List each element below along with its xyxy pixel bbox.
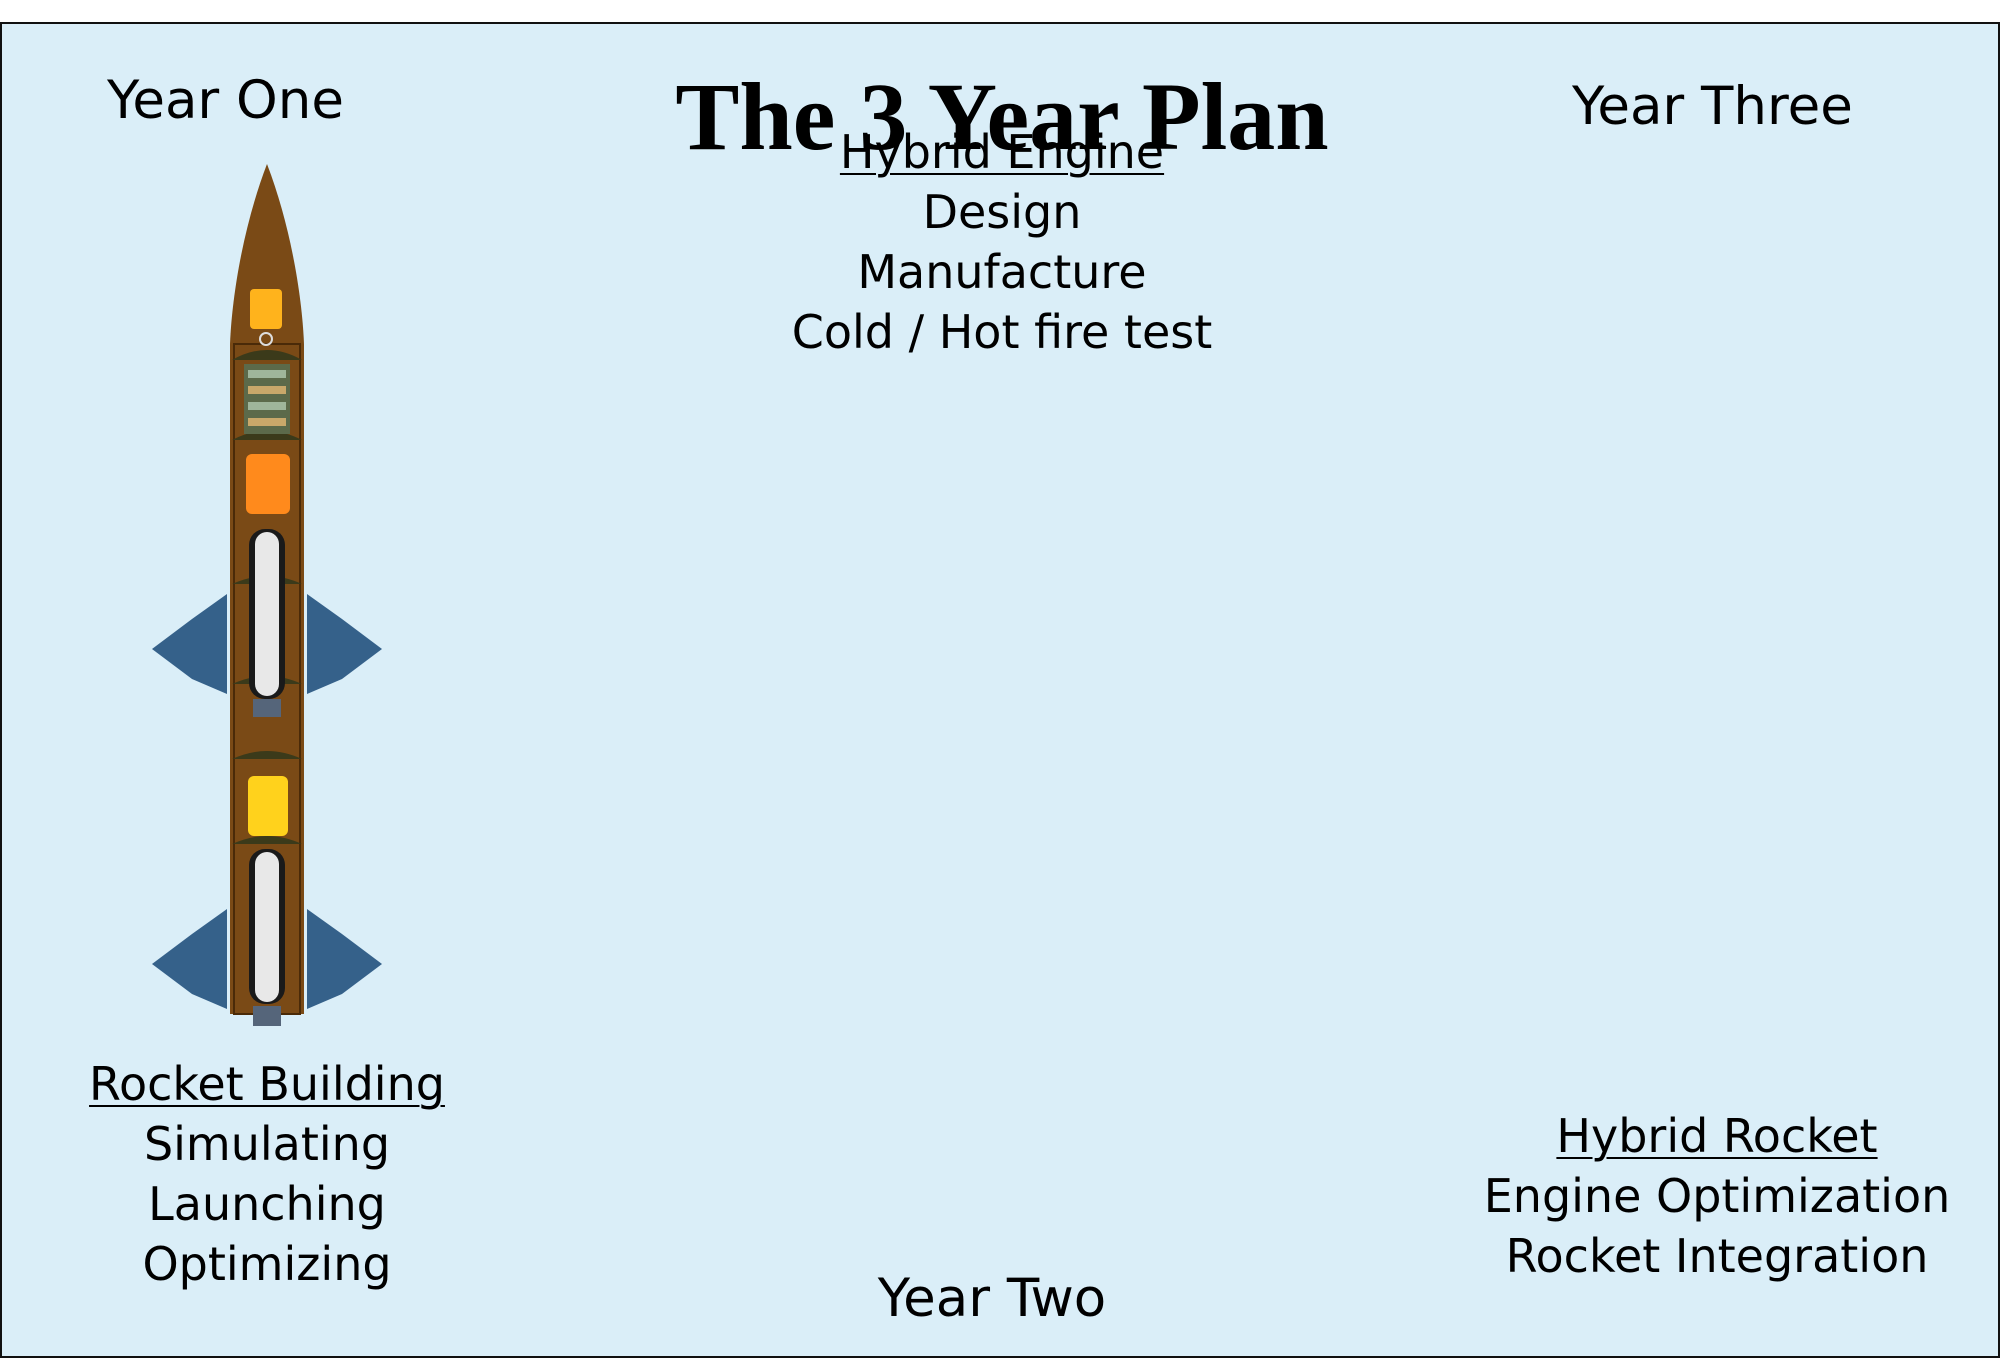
year-two-item: Manufacture — [857, 245, 1147, 299]
main-parachute — [246, 454, 290, 514]
year-three-item: Engine Optimization — [1483, 1169, 1951, 1223]
year-three-topic: Hybrid Rocket — [1556, 1109, 1878, 1163]
year-one-item: Simulating — [143, 1117, 391, 1171]
slide: Year One The 3 Year Plan Year Three Hybr… — [0, 22, 2000, 1358]
year-two-item: Cold / Hot fire test — [791, 305, 1213, 359]
year-one-item: Optimizing — [142, 1237, 392, 1291]
year-two-block: Hybrid Engine Design Manufacture Cold / … — [702, 122, 1302, 362]
upper-fins — [152, 594, 227, 694]
year-one-heading: Year One — [107, 70, 344, 131]
drogue-parachute — [248, 776, 288, 836]
page-title: The 3 Year Plan — [675, 63, 1329, 170]
nose-parachute — [250, 289, 282, 329]
year-one-block: Rocket Building Simulating Launching Opt… — [42, 1054, 492, 1294]
year-one-item: Launching — [148, 1177, 386, 1231]
year-two-topic: Hybrid Engine — [839, 125, 1165, 179]
year-three-heading: Year Three — [1572, 76, 1853, 137]
year-two-item: Design — [922, 185, 1082, 239]
year-three-item: Rocket Integration — [1505, 1229, 1929, 1283]
rocket-illustration — [152, 164, 382, 1026]
nose-cone — [230, 164, 304, 344]
year-one-topic: Rocket Building — [89, 1057, 445, 1111]
year-three-block: Hybrid Rocket Engine Optimization Rocket… — [1442, 1106, 1992, 1286]
lower-fins — [152, 909, 227, 1009]
year-two-heading: Year Two — [877, 1268, 1107, 1329]
